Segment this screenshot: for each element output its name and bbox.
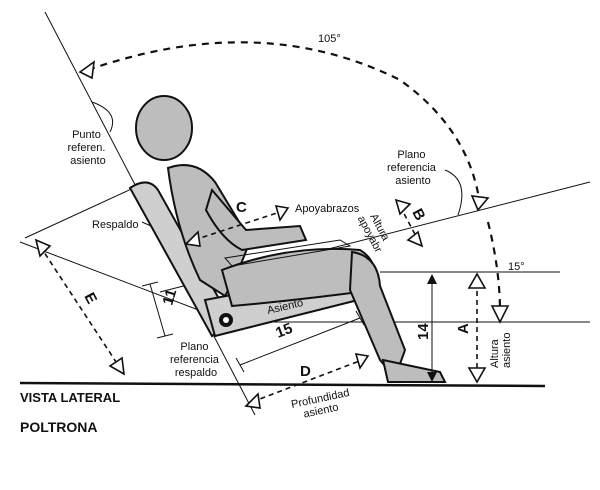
dim-b-arrow-top <box>394 198 412 216</box>
plano-respaldo-line3: respaldo <box>175 367 217 379</box>
dim-b-label: B <box>408 206 428 224</box>
dim-15-tick-right <box>355 310 365 326</box>
dim-e-label: E <box>80 290 100 307</box>
angle-105-arrow-left <box>78 60 96 80</box>
caption-view: VISTA LATERAL <box>20 390 120 405</box>
dim-11-label: 11 <box>160 287 181 307</box>
dim-d-label: D <box>300 363 311 380</box>
plano-respaldo-line2: referencia <box>170 354 220 366</box>
dim-d-line <box>251 359 363 403</box>
dim-c-label: C <box>236 199 247 216</box>
plano-asiento-leader <box>444 169 463 216</box>
punto-ref-line3: asiento <box>70 155 105 167</box>
altura-asiento-line2: asiento <box>501 333 513 368</box>
caption-name: POLTRONA <box>20 419 98 435</box>
dim-14-label: 14 <box>415 323 432 340</box>
dim-11-tick-top <box>141 281 159 287</box>
figure-foot <box>381 358 447 383</box>
backrest-top-ref <box>24 184 141 239</box>
plano-asiento-label: Plano referencia asiento <box>387 149 439 187</box>
apoyabrazos-label: Apoyabrazos <box>295 203 360 215</box>
dim-11-line <box>149 283 166 337</box>
angle-105-label: 105° <box>318 33 341 45</box>
dim-e-arrow-top <box>34 238 52 258</box>
angle-15-arc <box>486 221 502 313</box>
floor-line <box>19 381 546 388</box>
angle-105-arc <box>87 41 482 206</box>
dim-e-line <box>39 245 121 369</box>
altura-asiento-line1: Altura <box>489 338 501 368</box>
plano-asiento-line3: asiento <box>395 175 430 187</box>
dim-b-line <box>399 205 419 241</box>
dim-d-arrow-right <box>354 353 370 370</box>
armrest <box>224 239 352 267</box>
dim-d-arrow-left <box>244 392 261 409</box>
dim-a-arrow-top <box>467 272 487 289</box>
dim-15-line <box>239 317 361 366</box>
plano-respaldo-label: Plano referencia respaldo <box>170 341 222 379</box>
plano-asiento-line2: referencia <box>387 162 437 174</box>
punto-ref-line2: referen. <box>68 142 106 154</box>
dim-c-arrow-right <box>274 205 290 222</box>
punto-ref-label: Punto referen. asiento <box>68 129 109 167</box>
plano-respaldo-line1: Plano <box>180 341 208 353</box>
dim-c-line <box>193 211 281 241</box>
dim-c-arrow-left <box>184 230 201 247</box>
punto-ref-line1: Punto <box>72 129 101 141</box>
seat-reference-point-inner <box>223 317 229 323</box>
backrest-ref-line <box>19 241 231 323</box>
altura-asiento-label: Altura asiento <box>489 333 513 368</box>
profundidad-label: Profundidad asiento <box>290 386 356 422</box>
dim-14-arrow-top <box>427 274 437 284</box>
figure-head <box>135 95 193 161</box>
dim-a-arrow-bottom <box>467 367 487 384</box>
angle-15-arrow <box>490 305 510 324</box>
dim-15-label: 15 <box>273 320 295 342</box>
punto-ref-leader <box>91 101 114 133</box>
altura-apoyabr-label: Altura apoyabr <box>355 208 395 255</box>
dim-11-tick-bottom <box>156 333 174 339</box>
plano-asiento-line1: Plano <box>397 149 425 161</box>
respaldo-label: Respaldo <box>92 219 138 231</box>
angle-105-arrow-right <box>470 195 490 212</box>
dim-15-tick-left <box>235 357 245 373</box>
figure-arm <box>204 187 308 252</box>
dim-14-arrow-bottom <box>427 372 437 382</box>
dim-b-arrow-bottom <box>406 230 424 248</box>
dim-e-arrow-bottom <box>108 356 125 376</box>
dim-a-label: A <box>455 323 472 334</box>
angle-15-label: 15° <box>508 261 525 273</box>
